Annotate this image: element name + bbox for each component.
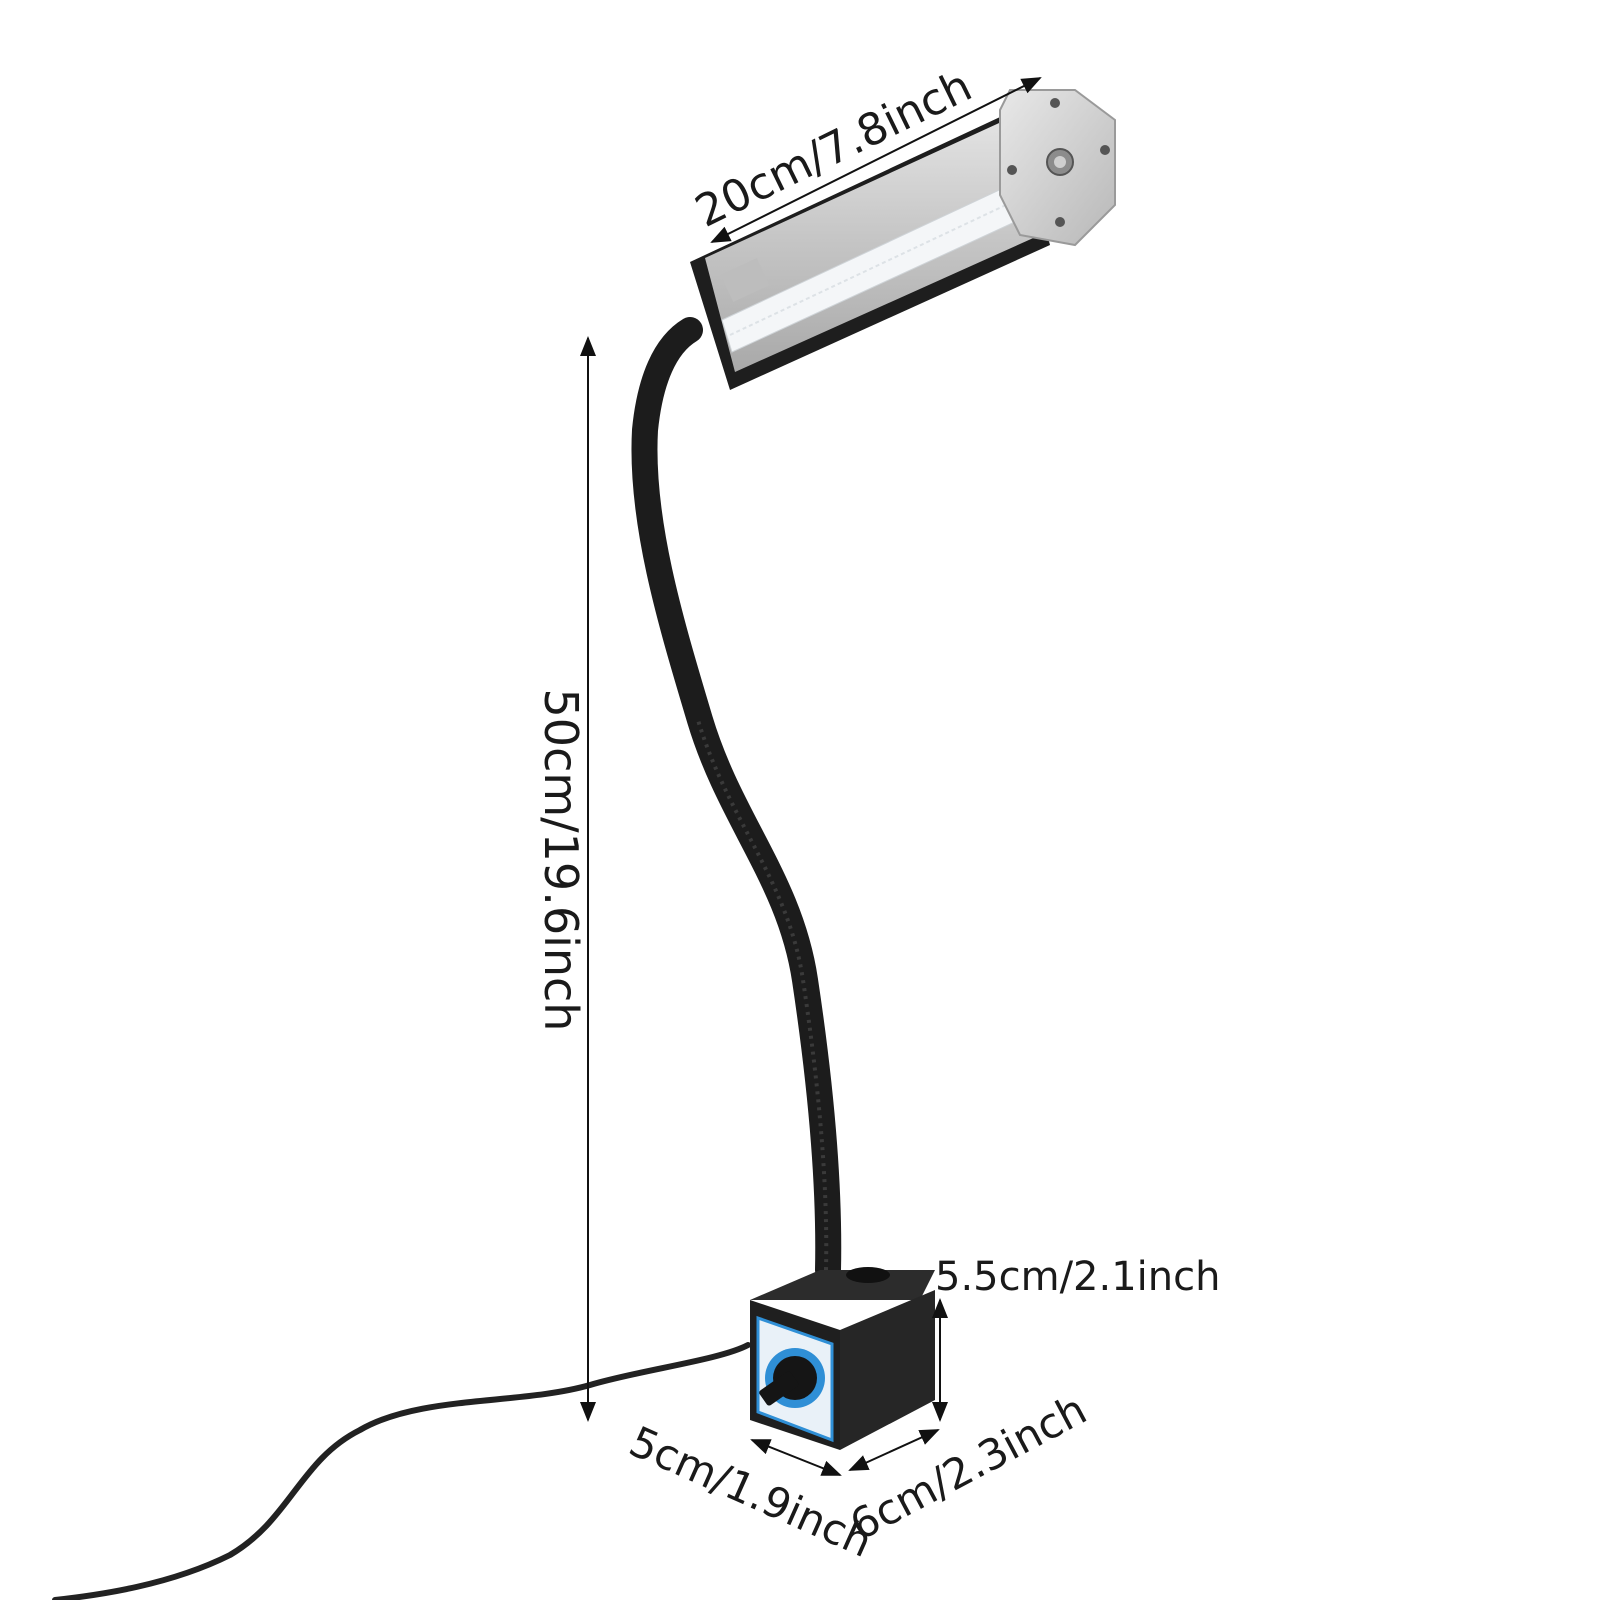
magnetic-base: [750, 1267, 935, 1450]
gooseneck-highlight: [696, 719, 829, 1271]
head-length-dimension-line: [710, 77, 1042, 243]
power-cable: [52, 1342, 751, 1600]
base-depth-dimension-line: [848, 1429, 940, 1471]
base-height-label: 5.5cm/2.1inch: [935, 1254, 1220, 1300]
base-width-dimension-line: [750, 1439, 842, 1476]
total-height-label: 50cm/19.6inch: [534, 689, 588, 1032]
gooseneck-arm: [631, 317, 842, 1283]
